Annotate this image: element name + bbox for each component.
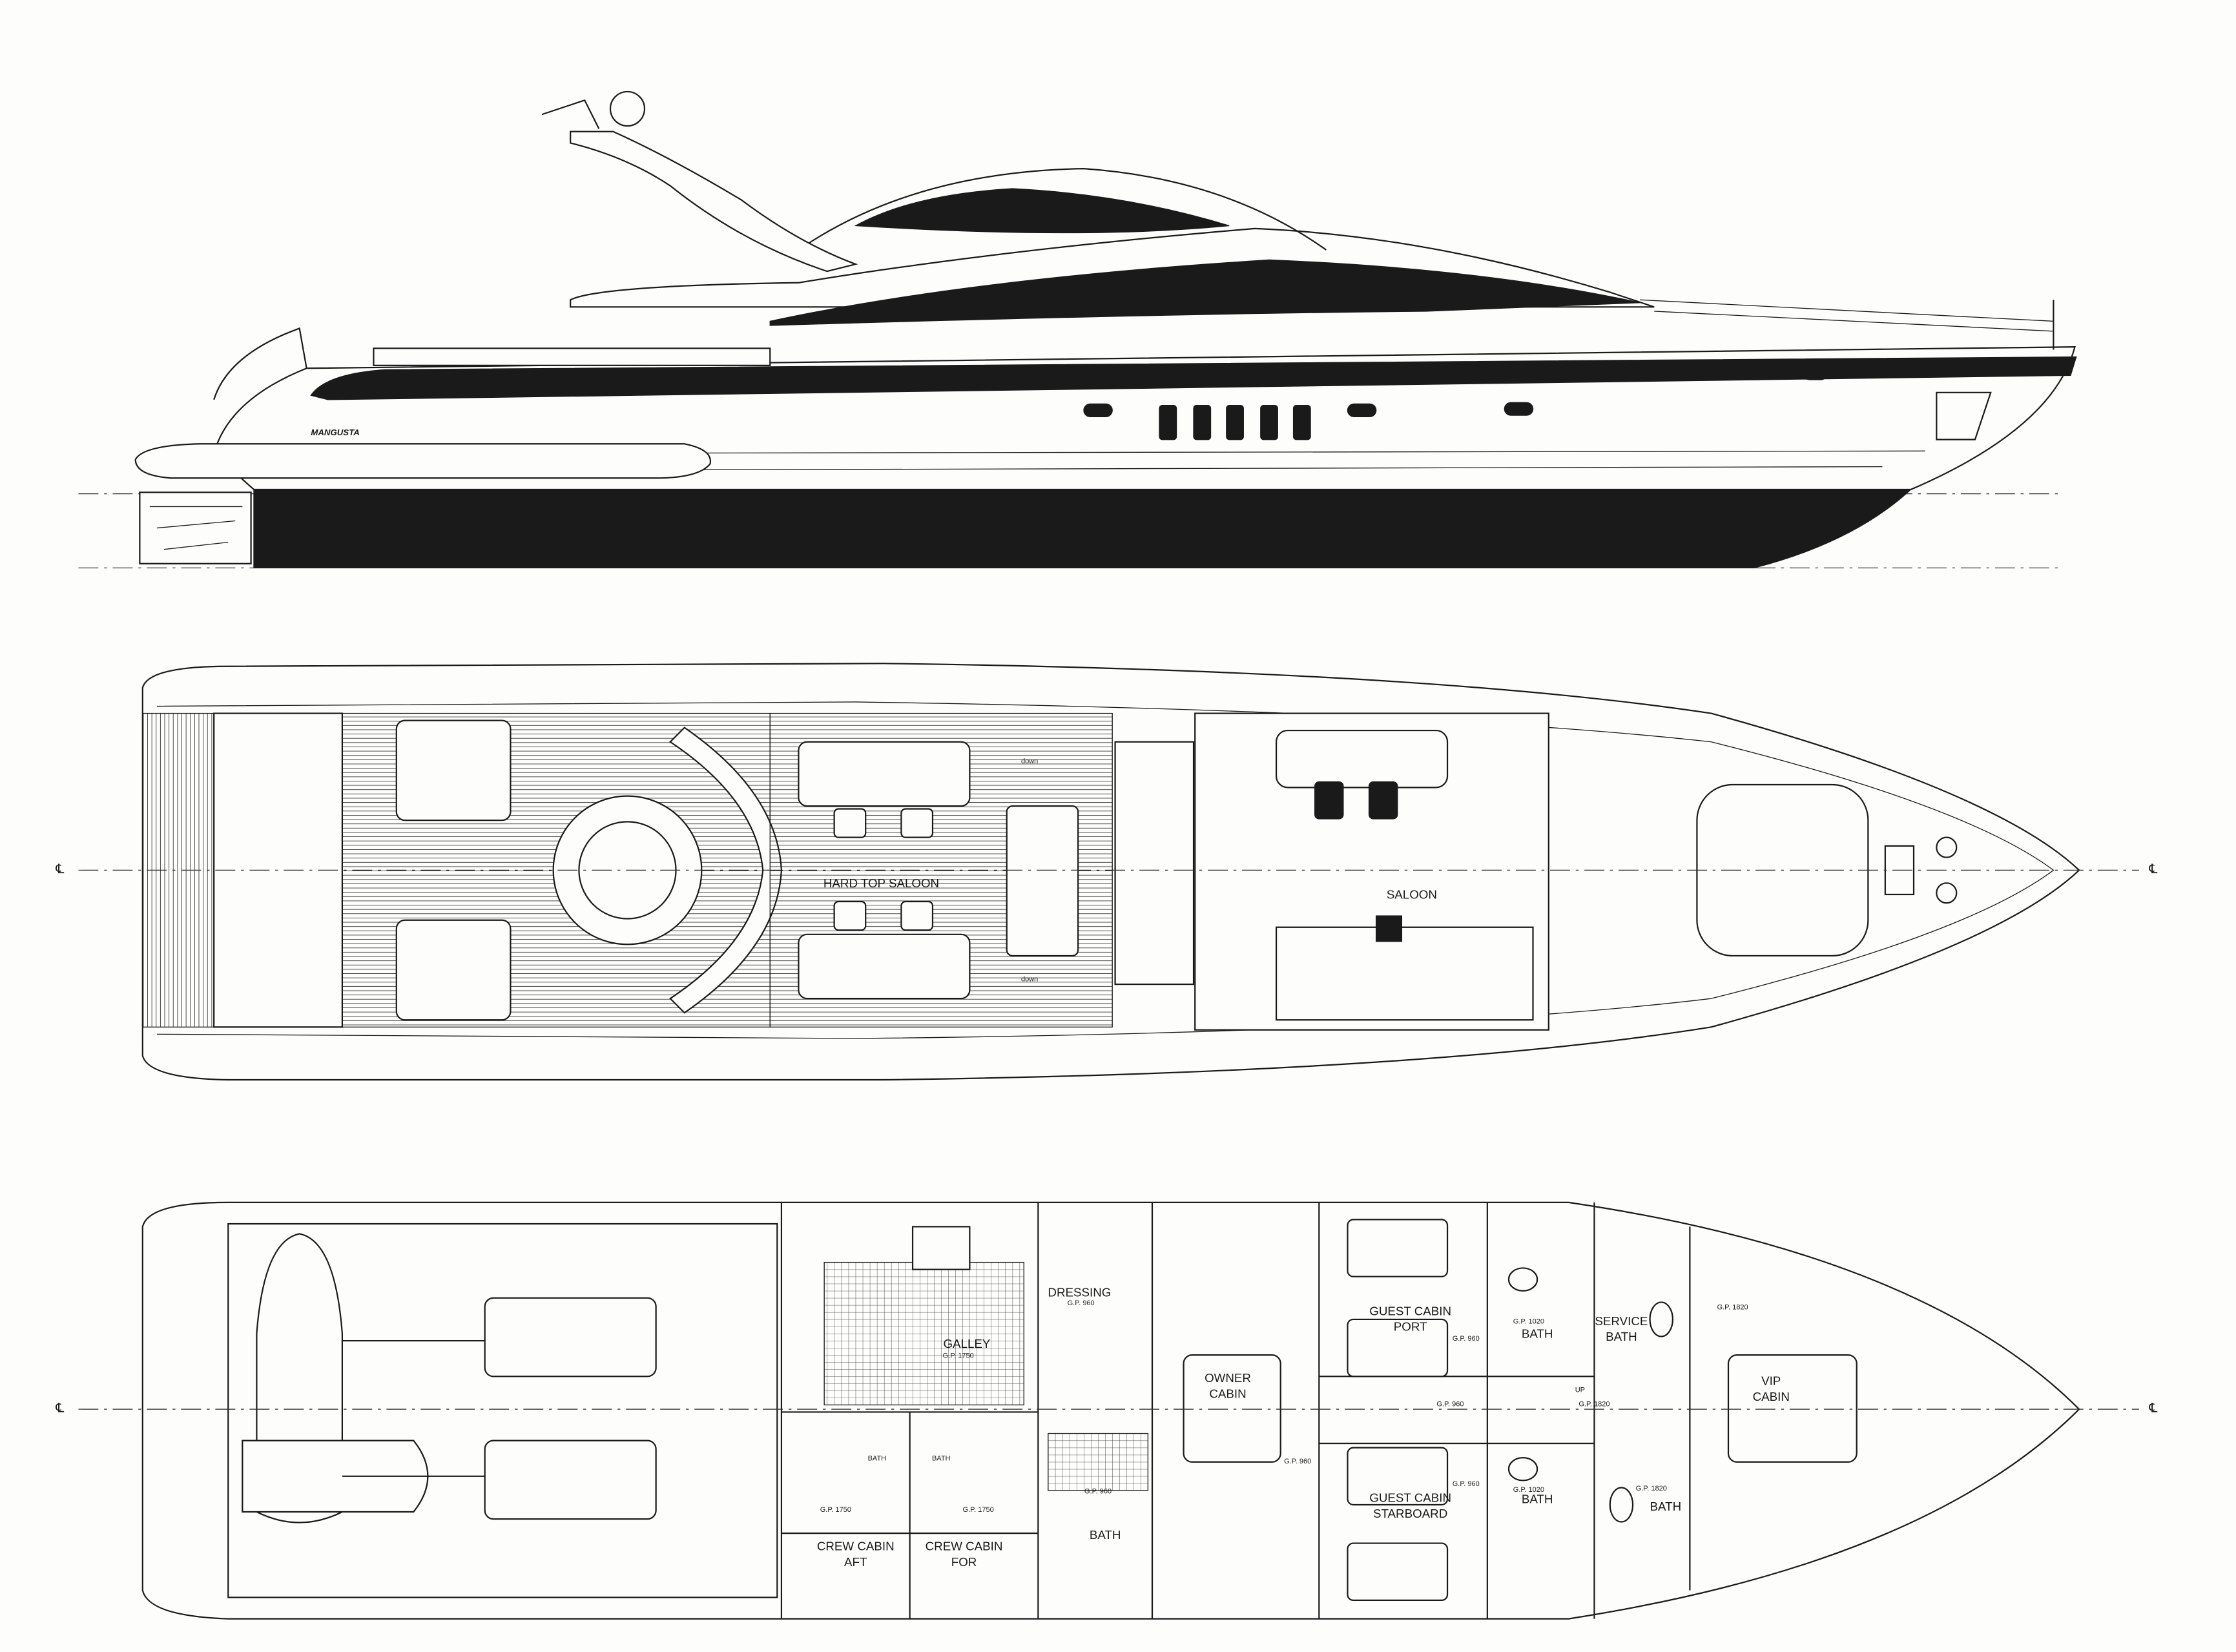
gp-value: G.P. 960 — [1284, 1458, 1311, 1465]
gp-value: G.P. 960 — [1453, 1480, 1480, 1488]
label-hard-top-saloon: HARD TOP SALOON — [823, 876, 939, 890]
svg-text:℄: ℄ — [2149, 862, 2158, 876]
gp-value: G.P. 1020 — [1513, 1318, 1544, 1326]
guest-port-bed-1 — [1347, 1219, 1449, 1277]
saloon-sofa-stbd — [1275, 926, 1534, 1021]
label-guest-cabin-starboard: GUEST CABIN — [1369, 1491, 1451, 1505]
bulkheads — [780, 1202, 1691, 1619]
gp-value: G.P. 1820 — [1717, 1303, 1748, 1311]
owner-bed — [1183, 1354, 1281, 1463]
up-arrow-label: UP — [1575, 1387, 1585, 1394]
label-crew-cabin-for: CREW CABIN — [926, 1540, 1003, 1553]
main-windows — [769, 259, 1641, 326]
owner-shower — [1048, 1432, 1149, 1491]
aft-curved-settee — [668, 727, 783, 1014]
ottoman — [1314, 781, 1344, 820]
svg-text:℄: ℄ — [55, 862, 64, 876]
washbasin — [1507, 1267, 1538, 1292]
label-owner-cabin: OWNER — [1205, 1371, 1251, 1385]
gp-value: G.P. 1750 — [820, 1506, 851, 1514]
side-profile: MANGUSTA — [78, 90, 2077, 569]
label-down-stbd: down — [1021, 976, 1038, 984]
gp-value: G.P. 960 — [1068, 1299, 1095, 1307]
vip-bed — [1727, 1354, 1858, 1463]
label-galley: GALLEY — [943, 1337, 990, 1350]
jet-ski — [242, 1440, 429, 1513]
helm-station — [1006, 805, 1079, 957]
hull-black-band — [253, 489, 1912, 569]
gp-value: G.P. 1750 — [963, 1506, 994, 1514]
guest-stbd-bed-1 — [1347, 1447, 1449, 1506]
label-down-port: down — [1021, 758, 1038, 765]
saloon-sofa-port — [1275, 729, 1449, 789]
cooktop — [911, 1226, 971, 1270]
bow-thruster-icon — [1746, 500, 1762, 516]
guest-stbd-bed-2 — [1347, 1542, 1449, 1601]
gp-value: G.P. 1750 — [943, 1352, 974, 1360]
label-dressing: DRESSING — [1048, 1286, 1111, 1299]
engine-stbd — [484, 1440, 657, 1520]
gp-value: G.P. 960 — [1453, 1335, 1480, 1343]
label-crew-cabin-aft: CREW CABIN — [817, 1540, 895, 1553]
coffee-table — [1375, 915, 1403, 942]
label-service-bath-2: BATH — [1606, 1330, 1637, 1343]
hull-vents — [1159, 405, 1311, 440]
stern-drive-gear — [139, 491, 252, 564]
label-service-bath: SERVICE — [1595, 1314, 1648, 1328]
hardtop-window — [854, 188, 1230, 234]
settee-stbd — [798, 933, 971, 1000]
label-owner-cabin-2: CABIN — [1209, 1387, 1246, 1400]
label-bath: BATH — [1650, 1500, 1682, 1513]
settee-port — [798, 741, 971, 807]
brand-logo: MANGUSTA — [311, 428, 359, 437]
main-deck-plan: HARD TOP SALOON SALOON down down — [78, 663, 2139, 1081]
centerline-symbols: ℄ ℄ ℄ ℄ — [55, 862, 2157, 1416]
engine-port — [484, 1297, 657, 1378]
label-guest-cabin-port-2: PORT — [1394, 1320, 1427, 1334]
gp-value: G.P. 960 — [1084, 1487, 1112, 1495]
aft-sunpad-stbd — [395, 919, 512, 1021]
label-crew-cabin-aft-2: AFT — [844, 1555, 867, 1569]
galley-floor — [823, 1261, 1024, 1406]
lower-deck-plan: DRESSING G.P. 960 GALLEY G.P. 1750 OWNER… — [78, 1201, 2139, 1620]
table-1 — [833, 808, 867, 838]
radar-arch — [570, 130, 858, 273]
svg-text:℄: ℄ — [55, 1401, 64, 1415]
radome — [609, 90, 646, 127]
antenna — [541, 99, 600, 129]
stair-well — [1114, 741, 1195, 986]
gp-value: G.P. 960 — [1436, 1401, 1464, 1409]
label-vip-cabin: VIP — [1761, 1374, 1781, 1388]
label-bath: BATH — [1522, 1327, 1553, 1341]
guest-port-bed-2 — [1347, 1318, 1449, 1378]
label-guest-cabin-starboard-2: STARBOARD — [1373, 1507, 1447, 1520]
tender-garage — [227, 1223, 778, 1598]
gp-value: G.P. 1820 — [1636, 1485, 1667, 1492]
portholes — [802, 367, 1827, 417]
aft-deck-sunpad — [373, 347, 771, 366]
label-crew-cabin-for-2: FOR — [951, 1555, 977, 1569]
gp-value: G.P. 1820 — [1579, 1401, 1610, 1409]
svg-text:℄: ℄ — [2149, 1401, 2158, 1415]
label-bath: BATH — [932, 1455, 951, 1463]
label-bath: BATH — [1090, 1528, 1121, 1542]
gp-value: G.P. 1020 — [1513, 1486, 1544, 1494]
swim-platform — [134, 443, 711, 479]
hull-stripe — [310, 356, 2077, 400]
windlass — [1936, 836, 1958, 858]
label-guest-cabin-port: GUEST CABIN — [1369, 1304, 1451, 1317]
aft-sunpad-port — [395, 719, 512, 821]
label-bath: BATH — [868, 1455, 887, 1463]
label-vip-cabin-2: CABIN — [1753, 1390, 1790, 1403]
anchor-pocket — [1936, 391, 1992, 440]
label-saloon: SALOON — [1387, 888, 1437, 902]
label-bath: BATH — [1522, 1492, 1553, 1506]
